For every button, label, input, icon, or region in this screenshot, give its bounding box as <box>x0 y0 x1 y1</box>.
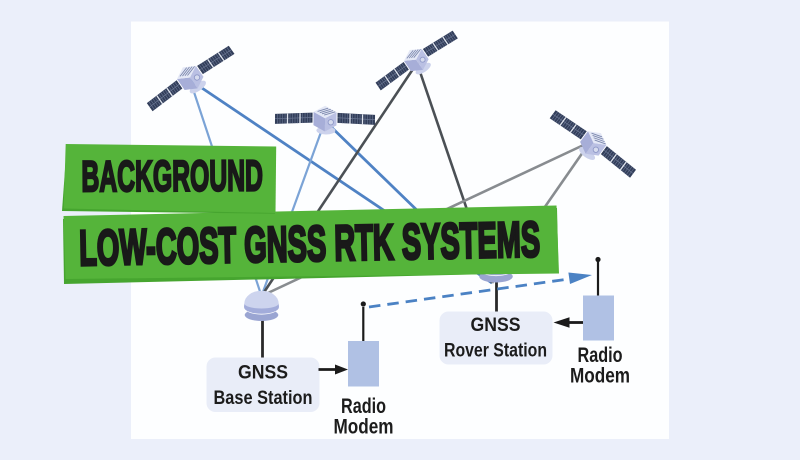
svg-text:Radio: Radio <box>578 344 623 367</box>
svg-text:GNSS: GNSS <box>471 314 521 336</box>
svg-text:BACKGROUND: BACKGROUND <box>81 152 263 201</box>
svg-text:Radio: Radio <box>341 395 386 418</box>
svg-text:Rover Station: Rover Station <box>444 340 547 362</box>
svg-text:Base Station: Base Station <box>214 387 313 409</box>
svg-text:Modem: Modem <box>334 416 394 439</box>
svg-text:LOW-COST GNSS RTK SYSTEMS: LOW-COST GNSS RTK SYSTEMS <box>79 211 541 276</box>
svg-text:GNSS: GNSS <box>238 362 288 384</box>
svg-text:Modem: Modem <box>570 365 630 388</box>
